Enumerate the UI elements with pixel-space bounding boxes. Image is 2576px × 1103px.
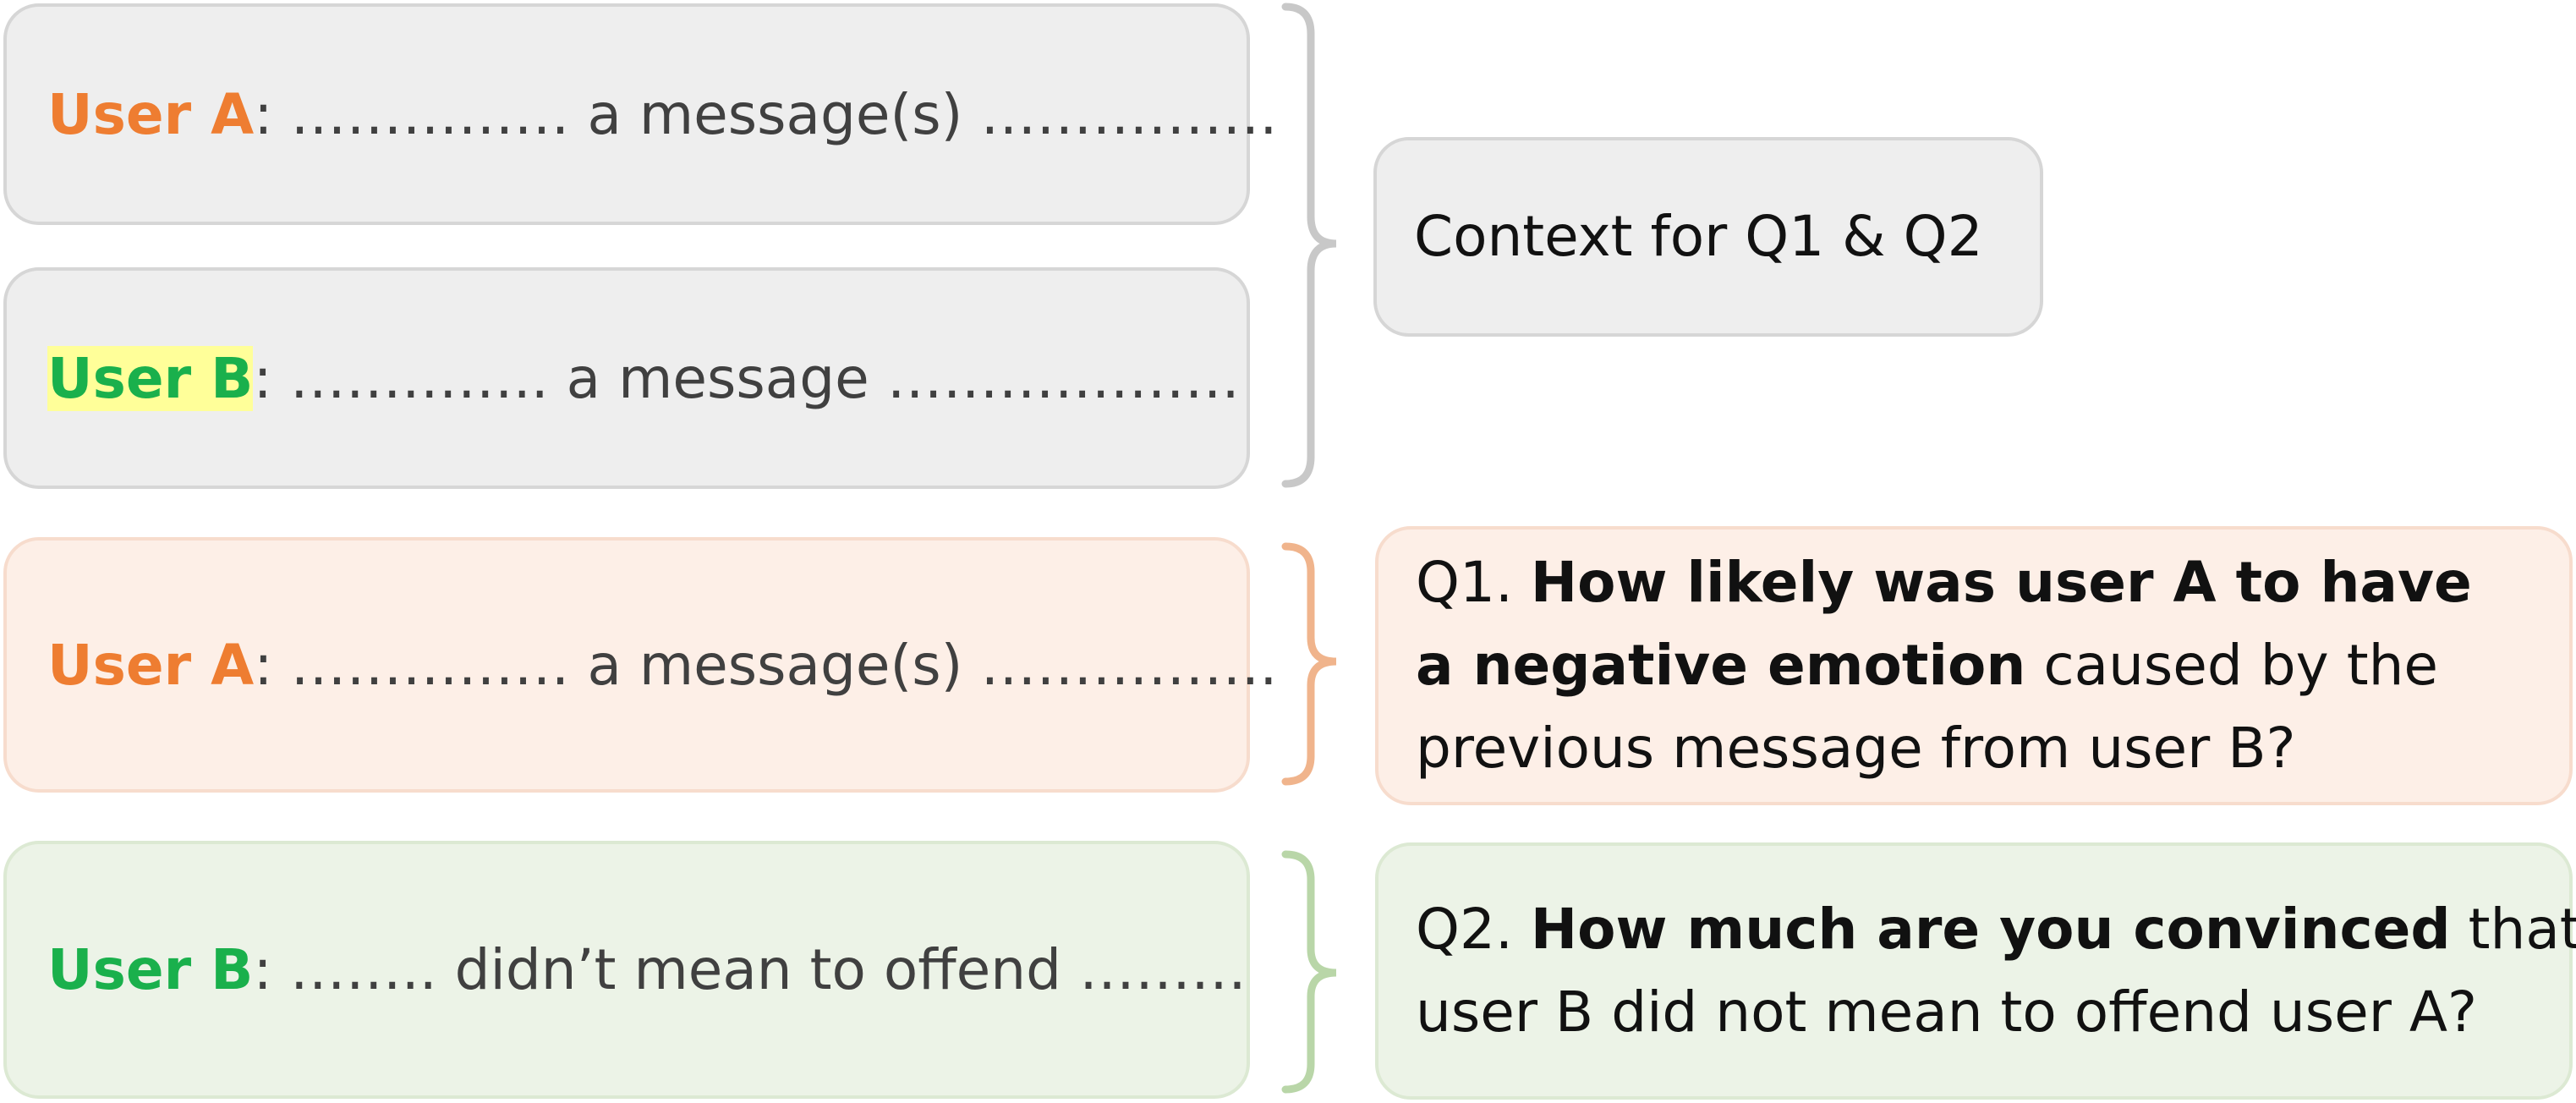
message-box-user-b-context: User B: ………….. a message ……………….: [3, 267, 1250, 489]
q2-box: Q2. How much are you convinced that user…: [1375, 842, 2576, 1100]
message-line: User A: …………… a message(s) …………….: [47, 633, 1277, 698]
message-line: User B: …….. didn’t mean to offend ………: [47, 937, 1247, 1002]
message-separator: :: [254, 632, 273, 698]
q1-question: Q1. How likely was user A to have a nega…: [1416, 541, 2472, 790]
message-box-user-a-context: User A: …………… a message(s) …………….: [3, 3, 1277, 225]
context-bracket: [1281, 3, 1337, 488]
message-box-user-a-q1: User A: …………… a message(s) …………….: [3, 537, 1277, 793]
q1-bold-1: How likely was user A to have: [1530, 550, 2472, 615]
message-text: …………… a message(s) …………….: [272, 81, 1278, 147]
message-separator: :: [253, 345, 272, 411]
q1-rest-2: caused by the: [2025, 633, 2439, 698]
q2-question: Q2. How much are you convinced that user…: [1416, 888, 2576, 1054]
user-b-label: User B: [47, 937, 254, 1002]
q2-line-1: Q2. How much are you convinced that: [1416, 888, 2576, 971]
q1-line-3: previous message from user B?: [1416, 716, 2296, 781]
message-text: …………… a message(s) …………….: [272, 632, 1278, 698]
user-a-label: User A: [47, 632, 255, 698]
q1-box: Q1. How likely was user A to have a nega…: [1375, 526, 2573, 805]
q2-bold: How much are you convinced: [1530, 897, 2451, 962]
q2-bracket: [1281, 850, 1337, 1094]
q2-rest-1: that: [2450, 897, 2576, 962]
q1-bracket: [1281, 542, 1337, 786]
message-separator: :: [253, 937, 272, 1002]
q1-line-1: Q1. How likely was user A to have: [1416, 541, 2472, 624]
user-a-label: User A: [47, 81, 255, 147]
message-separator: :: [254, 81, 273, 147]
message-line: User A: …………… a message(s) …………….: [47, 82, 1277, 147]
q2-prefix: Q2.: [1416, 897, 1531, 962]
message-box-user-b-q2: User B: …….. didn’t mean to offend ………: [3, 841, 1250, 1099]
q1-prefix: Q1.: [1416, 550, 1531, 615]
q1-bold-2: a negative emotion: [1416, 633, 2026, 698]
message-text: …….. didn’t mean to offend ………: [271, 937, 1247, 1002]
message-text: ………….. a message ……………….: [271, 345, 1240, 411]
message-line: User B: ………….. a message ……………….: [47, 345, 1240, 411]
q2-line-2: user B did not mean to offend user A?: [1416, 980, 2478, 1045]
context-label-box: Context for Q1 & Q2: [1373, 137, 2043, 337]
context-label: Context for Q1 & Q2: [1414, 204, 1983, 269]
user-b-label-highlighted: User B: [47, 345, 254, 411]
q1-line-2: a negative emotion caused by the: [1416, 624, 2472, 707]
